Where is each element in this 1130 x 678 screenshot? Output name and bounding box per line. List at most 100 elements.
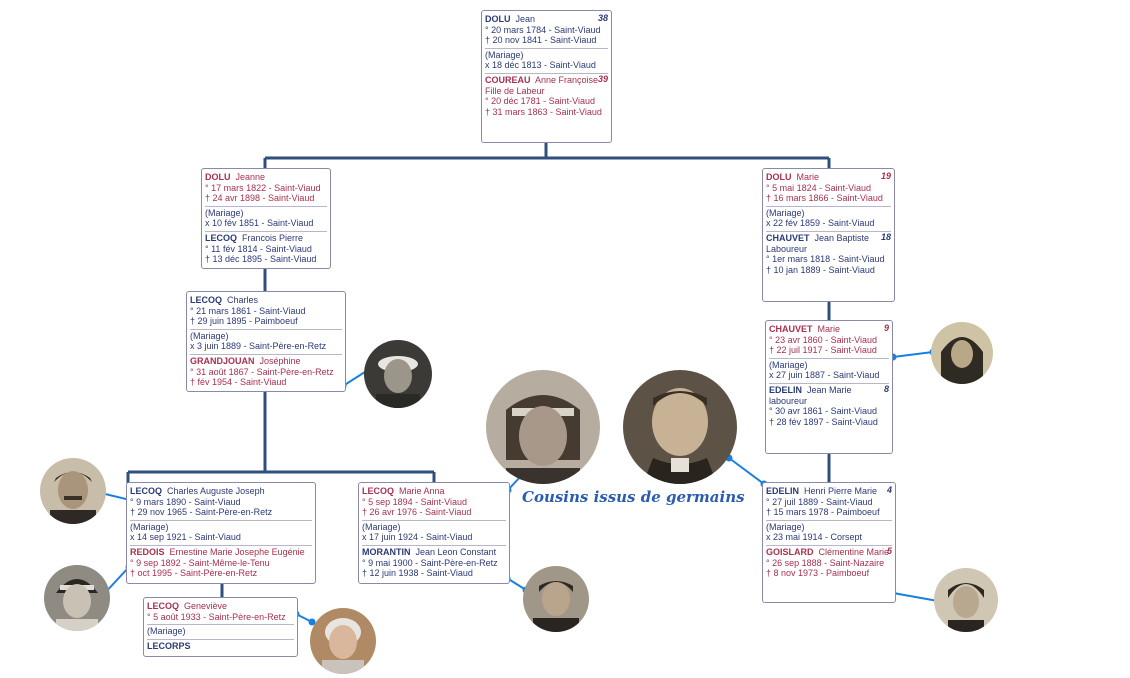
portrait-photo-edelin-henri[interactable] [623, 370, 737, 484]
person-name[interactable]: CHAUVET Marie [769, 324, 889, 335]
person-name[interactable]: MORANTIN Jean Leon Constant [362, 547, 506, 558]
surname: CHAUVET [766, 232, 810, 243]
portrait-photo-chauvet-marie[interactable] [931, 322, 993, 384]
surname: LECORPS [147, 640, 191, 651]
person-name[interactable]: LECORPS [147, 641, 294, 652]
marriage-section: (Mariage)x 10 fév 1851 - Saint-Viaud [205, 205, 327, 231]
life-event: ° 5 août 1933 - Saint-Père-en-Retz [147, 611, 286, 622]
life-event: Fille de Labeur [485, 85, 545, 96]
life-event: Laboureur [766, 243, 808, 254]
surname: DOLU [205, 172, 231, 182]
person-box-lecoq-marie-anna[interactable]: LECOQ Marie Anna° 5 sep 1894 - Saint-Via… [358, 482, 510, 584]
connector-gen3-left [126, 392, 436, 484]
life-event: laboureur [769, 395, 808, 406]
portrait-photo-lecoq-charles-auguste[interactable] [40, 458, 106, 524]
person-name[interactable]: DOLU Marie [766, 172, 891, 183]
person-name[interactable]: LECOQ Geneviève [147, 601, 294, 612]
sosa-number: 38 [597, 13, 608, 23]
given-name: Ernestine Marie Josephe Eugénie [169, 546, 305, 557]
person-name[interactable]: LECOQ Charles Auguste Joseph [130, 486, 312, 497]
person-section: REDOIS Ernestine Marie Josephe Eugénie° … [130, 544, 312, 581]
surname: MORANTIN [362, 546, 411, 557]
life-event: † 28 fév 1897 - Saint-Viaud [769, 416, 878, 427]
person-name[interactable]: COUREAU Anne Françoise [485, 75, 608, 86]
marriage-section: (Mariage)x 27 juin 1887 - Saint-Viaud [769, 357, 889, 383]
portrait-icon [364, 340, 432, 408]
portrait-photo-goislard[interactable] [934, 568, 998, 632]
marriage-section: (Mariage)x 17 juin 1924 - Saint-Viaud [362, 519, 506, 545]
surname: GRANDJOUAN [190, 355, 255, 366]
life-event: † 29 juin 1895 - Paimboeuf [190, 316, 298, 327]
portrait-photo-lecoq-marie-anna[interactable] [486, 370, 600, 484]
marriage-label: (Mariage) [766, 521, 805, 532]
portrait-photo-grandjouan[interactable] [364, 340, 432, 408]
portrait-photo-morantin[interactable] [523, 566, 589, 632]
marriage-section: (Mariage)x 3 juin 1889 - Saint-Père-en-R… [190, 328, 342, 354]
marriage-section: (Mariage)x 18 déc 1813 - Saint-Viaud [485, 47, 608, 73]
person-box-lecoq-charles[interactable]: LECOQ Charles° 21 mars 1861 - Saint-Viau… [186, 291, 346, 392]
person-name[interactable]: DOLU Jeanne [205, 172, 327, 183]
life-event: ° 30 avr 1861 - Saint-Viaud [769, 406, 877, 417]
marriage-date: x 3 juin 1889 - Saint-Père-en-Retz [190, 341, 327, 352]
marriage-section: (Mariage)x 14 sep 1921 - Saint-Viaud [130, 519, 312, 545]
life-event: ° 1er mars 1818 - Saint-Viaud [766, 254, 885, 265]
marriage-label: (Mariage) [362, 521, 401, 532]
given-name: Marie Anna [399, 486, 445, 496]
given-name: Jean Marie [807, 384, 852, 395]
surname: LECOQ [130, 486, 163, 496]
person-name[interactable]: LECOQ Marie Anna [362, 486, 506, 497]
person-name[interactable]: DOLU Jean [485, 14, 608, 25]
photo-link-goislard [892, 592, 939, 602]
life-event: † 29 nov 1965 - Saint-Père-en-Retz [130, 507, 273, 518]
sosa-number: 9 [883, 323, 889, 333]
person-box-lecoq-charles-auguste[interactable]: LECOQ Charles Auguste Joseph° 9 mars 189… [126, 482, 316, 584]
surname: DOLU [766, 172, 792, 182]
person-name[interactable]: EDELIN Jean Marie [769, 385, 889, 396]
given-name: Joséphine [259, 355, 301, 366]
life-event: ° 20 mars 1784 - Saint-Viaud [485, 24, 601, 35]
person-name[interactable]: LECOQ Francois Pierre [205, 233, 327, 244]
person-name[interactable]: REDOIS Ernestine Marie Josephe Eugénie [130, 547, 312, 558]
given-name: Charles Auguste Joseph [167, 486, 265, 496]
life-event: † oct 1995 - Saint-Père-en-Retz [130, 568, 258, 579]
life-event: † 31 mars 1863 - Saint-Viaud [485, 106, 602, 117]
portrait-photo-lecoq-genevieve[interactable] [310, 608, 376, 674]
life-event: † 22 juil 1917 - Saint-Viaud [769, 345, 877, 356]
life-event: † fév 1954 - Saint-Viaud [190, 377, 287, 388]
portrait-photo-redois[interactable] [44, 565, 110, 631]
marriage-label: (Mariage) [769, 359, 808, 370]
surname: DOLU [485, 14, 511, 24]
given-name: Jeanne [235, 172, 266, 182]
person-box-lecoq-genevieve[interactable]: LECOQ Geneviève° 5 août 1933 - Saint-Pèr… [143, 597, 298, 657]
person-name[interactable]: CHAUVET Jean Baptiste [766, 233, 891, 244]
marriage-date: x 18 déc 1813 - Saint-Viaud [485, 60, 596, 71]
sosa-number: 8 [883, 383, 889, 394]
person-section: LECOQ Charles Auguste Joseph° 9 mars 189… [130, 485, 312, 520]
person-section: LECORPS [147, 638, 294, 654]
person-name[interactable]: LECOQ Charles [190, 295, 342, 306]
sosa-number: 19 [880, 171, 891, 181]
given-name: Jean Baptiste [814, 232, 870, 243]
life-event: † 13 déc 1895 - Saint-Viaud [205, 254, 317, 265]
surname: LECOQ [147, 601, 180, 611]
life-event: ° 26 sep 1888 - Saint-Nazaire [766, 557, 885, 568]
photo-link-morantin [506, 577, 527, 591]
person-section: MORANTIN Jean Leon Constant° 9 mai 1900 … [362, 544, 506, 581]
person-name[interactable]: GOISLARD Clémentine Marie [766, 547, 892, 558]
person-name[interactable]: GRANDJOUAN Joséphine [190, 356, 342, 367]
life-event: ° 9 sep 1892 - Saint-Même-le-Tenu [130, 557, 270, 568]
marriage-date: x 27 juin 1887 - Saint-Viaud [769, 370, 880, 381]
sosa-number: 5 [886, 545, 892, 556]
photo-link-edelin-henri [728, 457, 765, 485]
person-box-dolu-jeanne[interactable]: DOLU Jeanne° 17 mars 1822 - Saint-Viaud†… [201, 168, 331, 269]
person-name[interactable]: EDELIN Henri Pierre Marie [766, 486, 892, 497]
